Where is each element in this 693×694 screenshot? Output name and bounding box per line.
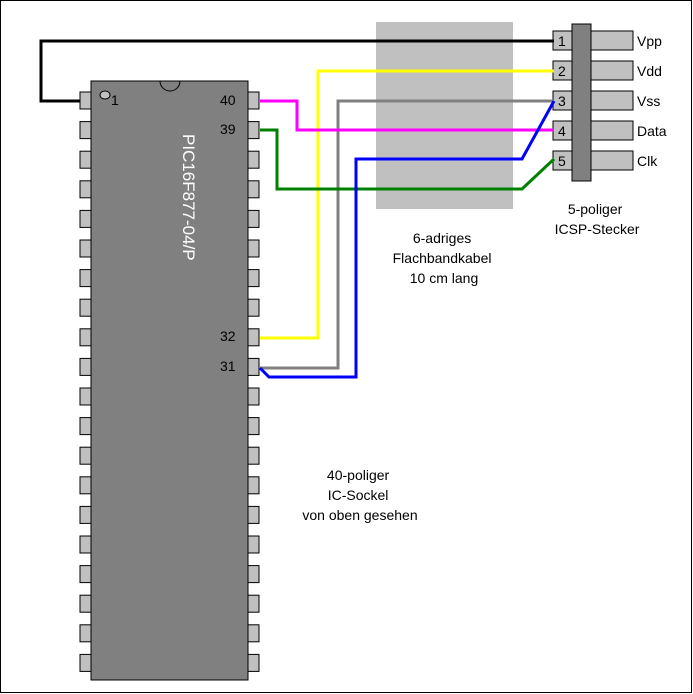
pin1-marker-dot bbox=[99, 90, 111, 100]
chip-pin-left-3 bbox=[79, 150, 92, 169]
chip-pin-right-22 bbox=[247, 624, 260, 643]
chip-pin-right-31 bbox=[247, 357, 260, 376]
chip-pin-right-21 bbox=[247, 653, 260, 672]
chip-pin-right-35 bbox=[247, 239, 260, 258]
connector-signal-vdd: Vdd bbox=[637, 63, 662, 79]
chip-pin-right-33 bbox=[247, 298, 260, 317]
connector-caption: 5-poliger ICSP-Stecker bbox=[555, 201, 640, 237]
chip-pin-left-4 bbox=[79, 180, 92, 199]
chip-pin-right-34 bbox=[247, 269, 260, 288]
chip-pin-right-39 bbox=[247, 121, 260, 140]
chip-pin-left-11 bbox=[79, 387, 92, 406]
chip-pin-right-36 bbox=[247, 209, 260, 228]
chip-pin1-label: 1 bbox=[111, 92, 119, 108]
chip-pin40-label: 40 bbox=[220, 92, 236, 108]
chip-pin-left-7 bbox=[79, 269, 92, 288]
connector-pin-number-2: 2 bbox=[558, 63, 566, 79]
connector-signal-vpp: Vpp bbox=[637, 33, 662, 49]
chip-pin-right-26 bbox=[247, 505, 260, 524]
wire-vpp bbox=[39, 39, 554, 103]
chip-pin-left-13 bbox=[79, 446, 92, 465]
chip-pin-left-19 bbox=[79, 624, 92, 643]
chip-pin-right-32 bbox=[247, 328, 260, 347]
chip-part-number: PIC16F877-04/P bbox=[179, 134, 198, 261]
connector-signal-clk: Clk bbox=[637, 153, 658, 169]
chip-pin-right-24 bbox=[247, 565, 260, 584]
connector-signal-data: Data bbox=[637, 123, 667, 139]
chip-pin-left-14 bbox=[79, 476, 92, 495]
chip-body bbox=[90, 80, 249, 681]
socket-caption: 40-poliger IC-Sockel von oben gesehen bbox=[302, 467, 417, 523]
wire-clk bbox=[260, 128, 556, 191]
ribbon-cable-block bbox=[376, 22, 513, 209]
wire-data bbox=[260, 99, 554, 132]
chip-pin-left-15 bbox=[79, 505, 92, 524]
ribbon-caption: 6-adriges Flachbandkabel 10 cm lang bbox=[393, 230, 496, 286]
chip-pin-left-9 bbox=[79, 328, 92, 347]
chip-pin-left-1 bbox=[79, 91, 92, 110]
chip-pin-left-17 bbox=[79, 565, 92, 584]
chip-pin-right-40 bbox=[247, 91, 260, 110]
connector-pin-number-4: 4 bbox=[558, 123, 566, 139]
chip-pin-right-23 bbox=[247, 594, 260, 613]
connector-pin-lead-5 bbox=[590, 150, 634, 171]
connector-pin-number-5: 5 bbox=[558, 153, 566, 169]
connector-body bbox=[571, 23, 592, 182]
chip-pin39-label: 39 bbox=[220, 121, 236, 137]
wire-pin31 bbox=[258, 100, 556, 379]
chip-left-pins bbox=[79, 91, 92, 672]
connector-pin-number-1: 1 bbox=[558, 33, 566, 49]
chip-pin-right-25 bbox=[247, 535, 260, 554]
connector-signal-vss: Vss bbox=[637, 93, 660, 109]
chip-pin-left-8 bbox=[79, 298, 92, 317]
connector-pin-number-3: 3 bbox=[558, 93, 566, 109]
chip-pin-left-18 bbox=[79, 594, 92, 613]
chip-pin-left-10 bbox=[79, 357, 92, 376]
connector-pin-lead-3 bbox=[590, 90, 634, 111]
chip-notch bbox=[159, 80, 181, 92]
connector-pin-lead-1 bbox=[590, 30, 634, 51]
chip-pin-right-30 bbox=[247, 387, 260, 406]
wire-vdd bbox=[260, 69, 554, 340]
connector-pin-lead-4 bbox=[590, 120, 634, 141]
wire-vss bbox=[260, 99, 554, 370]
chip-pin31-label: 31 bbox=[220, 358, 236, 374]
connector-pin-lead-2 bbox=[590, 60, 634, 81]
chip-pin-left-6 bbox=[79, 239, 92, 258]
chip-pin-left-12 bbox=[79, 417, 92, 436]
chip-pin-right-38 bbox=[247, 150, 260, 169]
chip-pin-right-28 bbox=[247, 446, 260, 465]
chip-pin32-label: 32 bbox=[220, 328, 236, 344]
chip-pin-right-27 bbox=[247, 476, 260, 495]
chip-pin-left-20 bbox=[79, 653, 92, 672]
chip-pin-right-29 bbox=[247, 417, 260, 436]
chip-pin-right-37 bbox=[247, 180, 260, 199]
chip-pin-left-16 bbox=[79, 535, 92, 554]
chip-pin-left-2 bbox=[79, 121, 92, 140]
connector-pins: 1 Vpp 2 Vdd 3 Vss 4 Data 5 Clk bbox=[552, 30, 667, 171]
chip-pin-left-5 bbox=[79, 209, 92, 228]
chip-right-pins bbox=[247, 91, 260, 672]
